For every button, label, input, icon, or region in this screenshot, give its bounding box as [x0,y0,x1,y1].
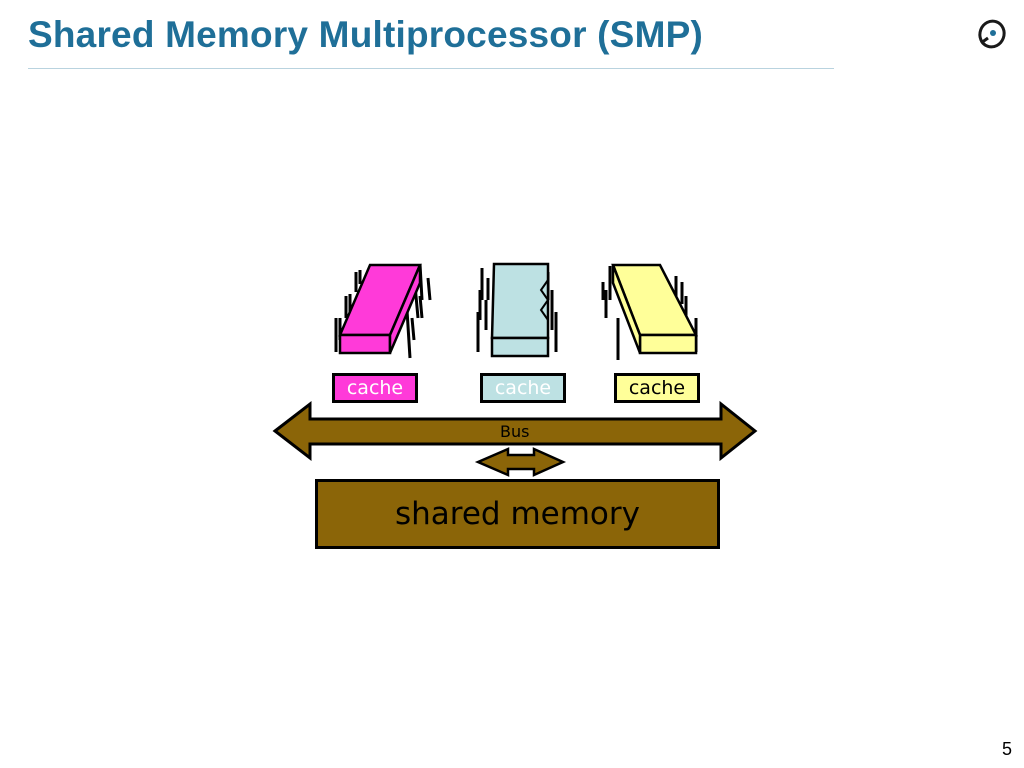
cache-box-2: cache [480,373,566,403]
page-number: 5 [1001,739,1012,759]
eiffel-logo-icon [978,19,1006,49]
cache-label-3: cache [628,377,686,399]
shared-memory-label: shared memory [395,496,640,532]
shared-memory-box: shared memory [315,479,720,549]
cache-box-3: cache [614,373,700,403]
title-divider [28,68,834,69]
cache-label-1: cache [346,377,404,399]
processor-chip-3 [601,263,699,360]
cache-box-1: cache [332,373,418,403]
bus-label: Bus [500,422,530,441]
processor-chip-2 [476,262,558,358]
cache-label-2: cache [494,377,552,399]
processor-chip-1 [334,263,432,359]
bus-arrow [272,400,758,462]
slide-title: Shared Memory Multiprocessor (SMP) [28,14,703,55]
memory-connector-arrow [474,447,567,477]
